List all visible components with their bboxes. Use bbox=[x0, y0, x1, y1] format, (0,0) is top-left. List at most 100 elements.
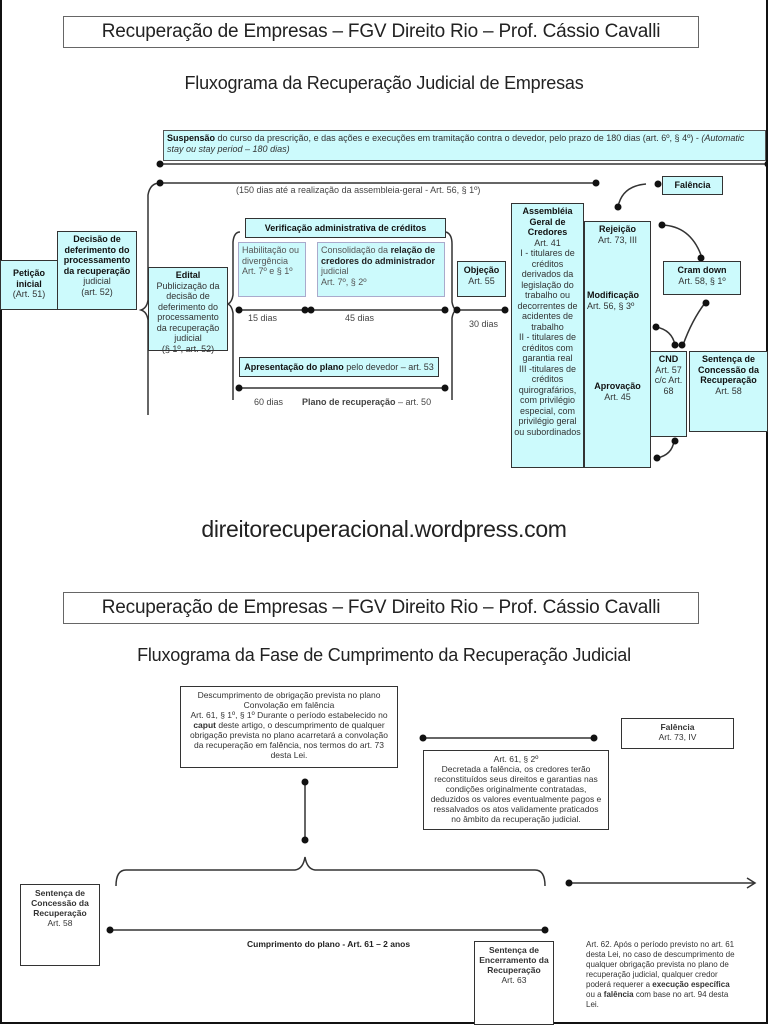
decisao-deferimento-box: Decisão de deferimento do processamento … bbox=[57, 231, 137, 310]
brace-verificacao bbox=[446, 232, 456, 400]
rejeicao-block: Rejeição Art. 73, III bbox=[585, 224, 650, 245]
edital-ref: (§ 1º, art. 52) bbox=[151, 344, 225, 355]
habilitacao-text: Habilitação ou divergência bbox=[242, 245, 302, 266]
descumprimento-line2: Convolação em falência bbox=[185, 700, 393, 710]
verificacao-box: Verificação administrativa de créditos bbox=[245, 218, 446, 238]
art62-mid: ou a bbox=[586, 990, 604, 999]
sentenca-concessao-title: Sentença de Concessão da Recuperação bbox=[22, 888, 98, 918]
cnd-title: CND bbox=[652, 354, 685, 365]
cramdown-title: Cram down bbox=[664, 265, 740, 276]
sentenca-encerramento-ref: Art. 63 bbox=[476, 975, 552, 985]
suspensao-box: Suspensão do curso da prescrição, e das … bbox=[163, 130, 766, 161]
apresentacao-bold: Apresentação do plano bbox=[244, 362, 344, 372]
rejeicao-ref: Art. 73, III bbox=[585, 235, 650, 246]
aprovacao-title: Aprovação bbox=[585, 381, 650, 392]
aprovacao-block: Aprovação Art. 45 bbox=[585, 381, 650, 402]
site-url[interactable]: direitorecuperacional.wordpress.com bbox=[0, 516, 768, 543]
sentenca-concessao-box-2: Sentença de Concessão da Recuperação Art… bbox=[20, 884, 100, 966]
resultado-assembleia-box: Rejeição Art. 73, III Modificação Art. 5… bbox=[584, 221, 651, 468]
descumprimento-box: Descumprimento de obrigação prevista no … bbox=[180, 686, 398, 768]
assembleia-ref: Art. 41 bbox=[513, 238, 582, 249]
falencia-title: Falência bbox=[674, 180, 710, 190]
label-45-dias: 45 dias bbox=[345, 313, 374, 323]
sentenca-ref: Art. 58 bbox=[691, 386, 766, 397]
slide1-header: Recuperação de Empresas – FGV Direito Ri… bbox=[63, 16, 699, 48]
sentenca-encerramento-title: Sentença de Encerramento da Recuperação bbox=[476, 945, 552, 975]
slide2-title: Fluxograma da Fase de Cumprimento da Rec… bbox=[0, 645, 768, 666]
plano-bold: Plano de recuperação bbox=[302, 397, 396, 407]
edital-title: Edital bbox=[151, 270, 225, 281]
art61-2-text: Decretada a falência, os credores terão … bbox=[428, 764, 604, 824]
label-60-dias: 60 dias bbox=[254, 397, 283, 407]
falencia-art73-box: Falência Art. 73, IV bbox=[621, 718, 734, 749]
habilitacao-ref: Art. 7º e § 1º bbox=[242, 266, 302, 277]
brace-cumprimento bbox=[116, 857, 545, 886]
arrow-head bbox=[747, 878, 755, 888]
consolidacao-pre: Consolidação da bbox=[321, 245, 391, 255]
peticao-title: Petição inicial bbox=[1, 268, 57, 289]
curve-cramdown bbox=[662, 225, 701, 255]
apresentacao-text: pelo devedor – art. 53 bbox=[344, 362, 434, 372]
decisao-sub: judicial bbox=[60, 276, 134, 287]
falencia2-title: Falência bbox=[622, 722, 733, 732]
assembleia-box: Assembléia Geral de Credores Art. 41 I -… bbox=[511, 203, 584, 468]
assembleia-item-2: II - titulares de créditos com garantia … bbox=[513, 332, 582, 364]
objecao-title: Objeção bbox=[458, 265, 505, 276]
art62-bold2: falência bbox=[604, 990, 634, 999]
verificacao-title: Verificação administrativa de créditos bbox=[265, 223, 427, 233]
cumprimento-text: Cumprimento do plano - Art. 61 – 2 anos bbox=[247, 939, 410, 949]
apresentacao-plano-box: Apresentação do plano pelo devedor – art… bbox=[239, 357, 439, 377]
sentenca-concessao-box: Sentença de Concessão da Recuperação Art… bbox=[689, 351, 768, 432]
assembleia-item-1: I - titulares de créditos derivados da l… bbox=[513, 248, 582, 332]
edital-text: Publicização da decisão de deferimento d… bbox=[151, 281, 225, 344]
consolidacao-box: Consolidação da relação de credores do a… bbox=[317, 242, 445, 297]
descumprimento-pre: Art. 61, § 1º, § 1º Durante o período es… bbox=[190, 710, 387, 720]
sentenca-concessao-ref: Art. 58 bbox=[22, 918, 98, 928]
art62-text: Art. 62. Após o período previsto no art.… bbox=[586, 940, 736, 1010]
edital-box: Edital Publicização da decisão de deferi… bbox=[148, 267, 228, 351]
falencia-box: Falência bbox=[662, 176, 723, 195]
label-15-dias: 15 dias bbox=[248, 313, 277, 323]
habilitacao-box: Habilitação ou divergência Art. 7º e § 1… bbox=[238, 242, 306, 297]
page-frame-left bbox=[0, 0, 2, 1024]
assembleia-title: Assembléia Geral de Credores bbox=[513, 206, 582, 238]
label-cumprimento: Cumprimento do plano - Art. 61 – 2 anos bbox=[247, 939, 410, 949]
slide1-title: Fluxograma da Recuperação Judicial de Em… bbox=[0, 73, 768, 94]
descumprimento-bold: caput bbox=[193, 720, 216, 730]
plano-text: – art. 50 bbox=[396, 397, 432, 407]
peticao-ref: (Art. 51) bbox=[1, 289, 57, 300]
curve-aprovacao-cnd bbox=[656, 327, 675, 345]
modificacao-block: Modificação Art. 56, § 3º bbox=[587, 290, 652, 311]
label-30-dias: 30 dias bbox=[469, 319, 498, 329]
slide2-header: Recuperação de Empresas – FGV Direito Ri… bbox=[63, 592, 699, 624]
consolidacao-post: judicial bbox=[321, 266, 349, 276]
descumprimento-line1: Descumprimento de obrigação prevista no … bbox=[185, 690, 393, 700]
rejeicao-title: Rejeição bbox=[585, 224, 650, 235]
consolidacao-ref: Art. 7º, § 2º bbox=[321, 277, 441, 288]
art61-2-box: Art. 61, § 2º Decretada a falência, os c… bbox=[423, 750, 609, 830]
descumprimento-post: deste artigo, o descumprimento de qualqu… bbox=[190, 720, 388, 760]
cram-down-box: Cram down Art. 58, § 1º bbox=[663, 261, 741, 295]
objecao-box: Objeção Art. 55 bbox=[457, 261, 506, 297]
objecao-ref: Art. 55 bbox=[458, 276, 505, 287]
cnd-box: CND Art. 57 c/c Art. 68 bbox=[650, 351, 687, 437]
modificacao-title: Modificação bbox=[587, 290, 652, 301]
modificacao-ref: Art. 56, § 3º bbox=[587, 301, 652, 312]
art62-bold1: execução específica bbox=[652, 980, 729, 989]
cramdown-ref: Art. 58, § 1º bbox=[664, 276, 740, 287]
suspensao-bold: Suspensão bbox=[167, 133, 215, 143]
curve-rejeicao-falencia bbox=[618, 184, 646, 207]
curve-cnd-bottom bbox=[657, 441, 674, 458]
falencia2-ref: Art. 73, IV bbox=[622, 732, 733, 742]
decisao-ref: (art. 52) bbox=[60, 287, 134, 298]
art61-2-ref: Art. 61, § 2º bbox=[428, 754, 604, 764]
sentenca-title: Sentença de Concessão da Recuperação bbox=[691, 354, 766, 386]
peticao-inicial-box: Petição inicial (Art. 51) bbox=[0, 260, 58, 310]
label-plano-recuperacao: Plano de recuperação – art. 50 bbox=[302, 397, 431, 407]
cnd-ref: Art. 57 c/c Art. 68 bbox=[652, 365, 685, 397]
assembleia-item-3: III -titulares de créditos quirografário… bbox=[513, 364, 582, 438]
label-150-dias: (150 dias até a realização da assembleia… bbox=[236, 185, 480, 195]
suspensao-text: do curso da prescrição, e das ações e ex… bbox=[215, 133, 701, 143]
aprovacao-ref: Art. 45 bbox=[585, 392, 650, 403]
curve-cramdown-cnd bbox=[683, 303, 705, 345]
